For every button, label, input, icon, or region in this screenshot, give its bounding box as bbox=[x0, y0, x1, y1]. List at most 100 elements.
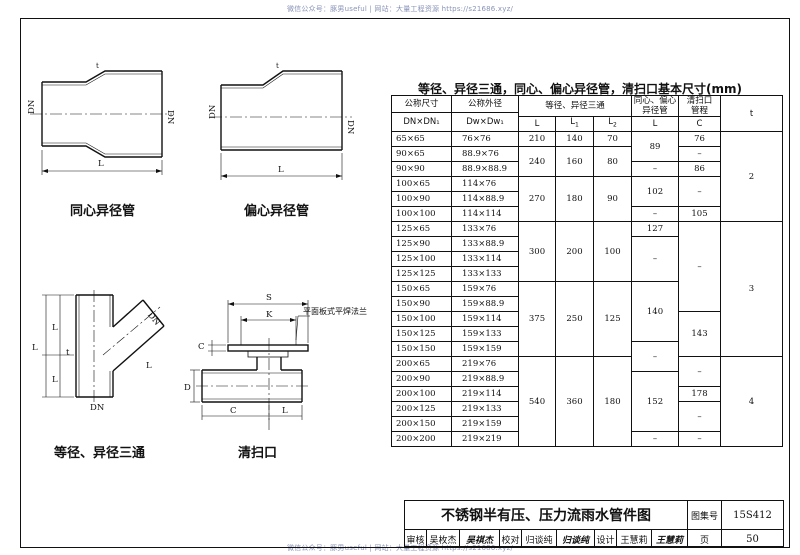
page-number: 50 bbox=[722, 529, 783, 548]
cell-tee-l2: 80 bbox=[593, 146, 632, 177]
cell-cleanout: – bbox=[678, 146, 721, 162]
cell-tee-l2: 90 bbox=[593, 176, 632, 222]
cell-tee-l1: 140 bbox=[555, 131, 594, 147]
cell-dn: 150×100 bbox=[391, 311, 452, 327]
cell-reducer: 127 bbox=[631, 221, 679, 237]
table-row: 150×65 159×76 375 250 125 140 bbox=[391, 281, 783, 357]
eccentric-reducer-drawing bbox=[210, 70, 352, 180]
cell-cleanout: 105 bbox=[678, 206, 721, 222]
cell-dw: 159×76 bbox=[451, 281, 519, 297]
table-row: 100×100 114×114 – 105 bbox=[391, 206, 783, 222]
label-c: C bbox=[230, 406, 237, 416]
cell-dw: 159×133 bbox=[451, 326, 519, 342]
label-d: D bbox=[184, 383, 191, 393]
dimensions-table: 公称尺寸 公称外径 等径、异径三通 同心、偏心异径管 清扫口管程 t DN×DN… bbox=[391, 95, 783, 447]
header-reducer: 同心、偏心异径管 bbox=[631, 95, 679, 117]
cell-dw: 219×133 bbox=[451, 401, 519, 417]
header-outer-diameter-sub: Dw×Dw₁ bbox=[451, 112, 519, 132]
table-row: 125×65 133×76 300 200 100 127 – 3 bbox=[391, 221, 783, 357]
label-t: t bbox=[66, 348, 70, 358]
review-signature: 吴祺杰 bbox=[460, 529, 500, 548]
cell-cleanout: 76 bbox=[678, 131, 721, 147]
cell-cleanout: – bbox=[678, 401, 721, 432]
cell-dw: 159×88.9 bbox=[451, 296, 519, 312]
caption-tee: 等径、异径三通 bbox=[54, 446, 146, 461]
cell-dw: 159×114 bbox=[451, 311, 519, 327]
table-row: 200×200 219×219 – – bbox=[391, 431, 783, 447]
concentric-reducer-drawing bbox=[30, 70, 172, 175]
cell-dw: 114×88.9 bbox=[451, 191, 519, 207]
label-c: C bbox=[198, 342, 205, 352]
design-name: 王慧莉 bbox=[617, 529, 652, 548]
drawing-frame bbox=[20, 18, 790, 548]
cell-cleanout: – bbox=[678, 431, 721, 447]
cell-thickness: 3 bbox=[720, 221, 783, 357]
header-tee-group: 等径、异径三通 bbox=[518, 95, 632, 117]
cell-reducer: 102 bbox=[631, 176, 679, 207]
caption-eccentric-reducer: 偏心异径管 bbox=[244, 204, 310, 219]
cell-tee-l: 270 bbox=[518, 176, 556, 222]
cell-reducer: – bbox=[631, 431, 679, 447]
cell-reducer: – bbox=[631, 161, 679, 177]
cell-reducer: – bbox=[631, 341, 679, 372]
cell-tee-l2: 70 bbox=[593, 131, 632, 147]
cell-dn: 125×90 bbox=[391, 236, 452, 252]
cell-dw: 133×76 bbox=[451, 221, 519, 237]
title-block: 不锈钢半有压、压力流雨水管件图 图集号 15S412 审核 吴枚杰 吴祺杰 校对… bbox=[404, 500, 784, 548]
cell-reducer: 140 bbox=[631, 281, 679, 342]
watermark-top: 微信公众号：豚男useful | 网站：大量工程资源 https://s2168… bbox=[286, 5, 514, 13]
table-row: 200×150 219×159 bbox=[391, 416, 783, 432]
cell-dw: 114×114 bbox=[451, 206, 519, 222]
cell-reducer: – bbox=[631, 206, 679, 222]
label-k: K bbox=[266, 310, 273, 320]
label-l: L bbox=[32, 343, 38, 353]
label-l: L bbox=[282, 406, 288, 416]
table-row: 200×90 219×88.9 152 bbox=[391, 371, 783, 432]
review-name: 吴枚杰 bbox=[427, 529, 460, 548]
table-row: 150×90 159×88.9 bbox=[391, 296, 783, 312]
cell-dw: 114×76 bbox=[451, 176, 519, 192]
cell-dw: 88.9×76 bbox=[451, 146, 519, 162]
cell-cleanout: 86 bbox=[678, 161, 721, 177]
cell-tee-l2: 180 bbox=[593, 356, 632, 447]
table-row: 65×65 76×76 210 140 70 89 76 2 bbox=[391, 131, 783, 222]
cell-tee-l1: 200 bbox=[555, 221, 594, 282]
page-label: 页 bbox=[688, 529, 722, 548]
cell-dn: 100×90 bbox=[391, 191, 452, 207]
header-outer-diameter: 公称外径 bbox=[451, 95, 519, 113]
cell-reducer: – bbox=[631, 236, 679, 282]
header-l2: L2 bbox=[593, 116, 632, 132]
label-l2: L bbox=[52, 375, 58, 385]
cell-dn: 150×65 bbox=[391, 281, 452, 297]
label-dn1: DN bbox=[165, 110, 175, 125]
label-t: t bbox=[276, 62, 279, 70]
table-title: 等径、异径三通，同心、偏心异径管，清扫口基本尺寸(mm) bbox=[418, 82, 742, 96]
cell-tee-l2: 100 bbox=[593, 221, 632, 282]
cell-dn: 150×90 bbox=[391, 296, 452, 312]
cell-tee-l: 375 bbox=[518, 281, 556, 357]
cell-tee-l1: 160 bbox=[555, 146, 594, 177]
cell-dw: 219×88.9 bbox=[451, 371, 519, 387]
cell-tee-l1: 180 bbox=[555, 176, 594, 222]
cell-dn: 200×125 bbox=[391, 401, 452, 417]
label-dn: DN bbox=[208, 104, 218, 119]
cell-dw: 219×159 bbox=[451, 416, 519, 432]
cell-dw: 133×133 bbox=[451, 266, 519, 282]
cell-thickness: 2 bbox=[720, 131, 783, 222]
cell-dw: 76×76 bbox=[451, 131, 519, 147]
cell-tee-l: 240 bbox=[518, 146, 556, 177]
caption-cleanout: 清扫口 bbox=[238, 446, 278, 461]
cell-dn: 125×100 bbox=[391, 251, 452, 267]
label-t: t bbox=[96, 62, 99, 70]
check-name: 归谈纯 bbox=[522, 529, 557, 548]
cell-dn: 200×100 bbox=[391, 386, 452, 402]
cell-thickness: 4 bbox=[720, 356, 783, 447]
cell-dn: 90×65 bbox=[391, 146, 452, 162]
header-nominal-size-sub: DN×DN₁ bbox=[391, 112, 452, 132]
table-row: 125×100 133×114 bbox=[391, 251, 783, 267]
cell-dn: 200×200 bbox=[391, 431, 452, 447]
cell-tee-l2: 125 bbox=[593, 281, 632, 357]
label-s: S bbox=[266, 293, 272, 303]
cell-cleanout: 178 bbox=[678, 386, 721, 402]
